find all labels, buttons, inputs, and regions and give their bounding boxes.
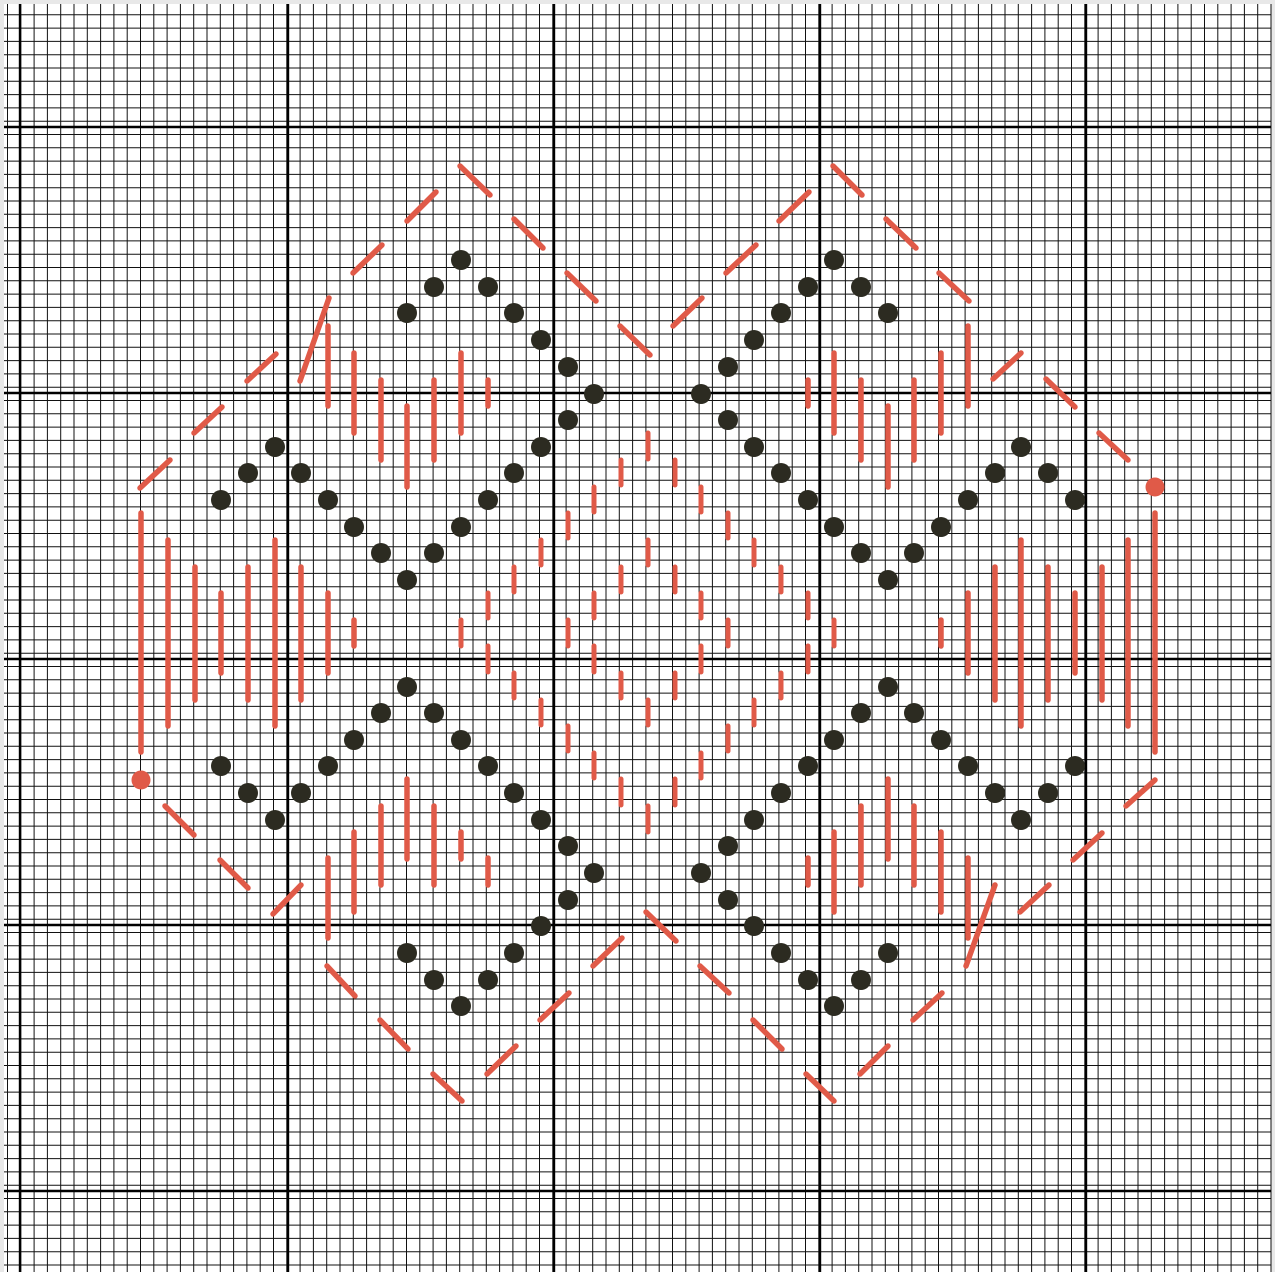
french-knot-dot	[824, 517, 844, 537]
french-knot-dot	[558, 357, 578, 377]
french-knot-dot	[424, 703, 444, 723]
french-knot-dot	[531, 437, 551, 457]
french-knot-dot	[318, 756, 338, 776]
french-knot-dot	[478, 756, 498, 776]
french-knot-dot	[798, 277, 818, 297]
french-knot-dot	[478, 490, 498, 510]
french-knot-dot	[851, 970, 871, 990]
french-knot-dot	[1065, 756, 1085, 776]
french-knot-dot	[504, 303, 524, 323]
french-knot-dot	[531, 810, 551, 830]
french-knot-dot	[824, 996, 844, 1016]
french-knot-dot	[531, 330, 551, 350]
french-knot-dot	[985, 783, 1005, 803]
french-knot-dot	[1038, 463, 1058, 483]
french-knot-dot	[851, 703, 871, 723]
french-knot-dot	[424, 277, 444, 297]
french-knot-dot	[397, 303, 417, 323]
french-knot-dot	[744, 330, 764, 350]
french-knot-dot	[958, 756, 978, 776]
french-knot-dot	[931, 730, 951, 750]
french-knot-dot	[744, 810, 764, 830]
french-knot-dot	[451, 730, 471, 750]
french-knot-dot	[424, 970, 444, 990]
french-knot-dot	[424, 543, 444, 563]
french-knot-dot	[265, 810, 285, 830]
french-knot-dot	[718, 410, 738, 430]
french-knot-dot	[291, 783, 311, 803]
french-knot-dot	[451, 517, 471, 537]
french-knot-dot	[744, 437, 764, 457]
french-knot-dot	[1065, 490, 1085, 510]
french-knot-dot	[718, 890, 738, 910]
french-knot-dot	[504, 943, 524, 963]
french-knot-dot	[478, 970, 498, 990]
french-knot-dot	[344, 730, 364, 750]
french-knot-dot	[504, 783, 524, 803]
french-knot-dot	[718, 357, 738, 377]
french-knot-dot	[211, 756, 231, 776]
french-knot-dot	[851, 543, 871, 563]
french-knot-dot	[211, 490, 231, 510]
french-knot-dot	[771, 783, 791, 803]
french-knot-dot	[985, 463, 1005, 483]
french-knot-dot	[878, 677, 898, 697]
french-knot-dot	[531, 916, 551, 936]
french-knot-dot	[691, 863, 711, 883]
french-knot-dot	[878, 943, 898, 963]
french-knot-dot	[291, 463, 311, 483]
french-knot-dot	[371, 543, 391, 563]
french-knot-dot	[878, 303, 898, 323]
french-knot-dot	[931, 517, 951, 537]
french-knot-dot	[771, 303, 791, 323]
french-knot-dot	[1038, 783, 1058, 803]
french-knot-dot	[798, 756, 818, 776]
french-knot-dot	[344, 517, 364, 537]
french-knot-dot	[1011, 437, 1031, 457]
french-knot-dot	[238, 463, 258, 483]
french-knot-dot	[558, 836, 578, 856]
french-knot-dot	[238, 783, 258, 803]
french-knot-dot	[584, 384, 604, 404]
french-knot-dot	[771, 943, 791, 963]
french-knot-dot	[744, 916, 764, 936]
french-knot-dot	[584, 863, 604, 883]
french-knot-dot	[478, 277, 498, 297]
french-knot-dot	[904, 543, 924, 563]
french-knot-dot	[504, 463, 524, 483]
french-knot-dot	[397, 570, 417, 590]
french-knot-dot	[397, 943, 417, 963]
french-knot-dot	[878, 570, 898, 590]
french-knot-dot	[771, 463, 791, 483]
french-knot-dot	[1011, 810, 1031, 830]
french-knot-dot	[851, 277, 871, 297]
french-knot-dot	[824, 730, 844, 750]
french-knot-dot	[318, 490, 338, 510]
start-dot	[132, 771, 151, 790]
french-knot-dot	[958, 490, 978, 510]
french-knot-dot	[798, 490, 818, 510]
french-knot-dot	[718, 836, 738, 856]
french-knot-dot	[265, 437, 285, 457]
french-knot-dot	[558, 410, 578, 430]
french-knot-dot	[824, 250, 844, 270]
french-knot-dot	[691, 384, 711, 404]
french-knot-dot	[371, 703, 391, 723]
french-knot-dot	[904, 703, 924, 723]
french-knot-dot	[558, 890, 578, 910]
end-dot	[1146, 478, 1165, 497]
french-knot-dot	[451, 250, 471, 270]
french-knot-dot	[451, 996, 471, 1016]
french-knot-dot	[798, 970, 818, 990]
french-knot-dot	[397, 677, 417, 697]
